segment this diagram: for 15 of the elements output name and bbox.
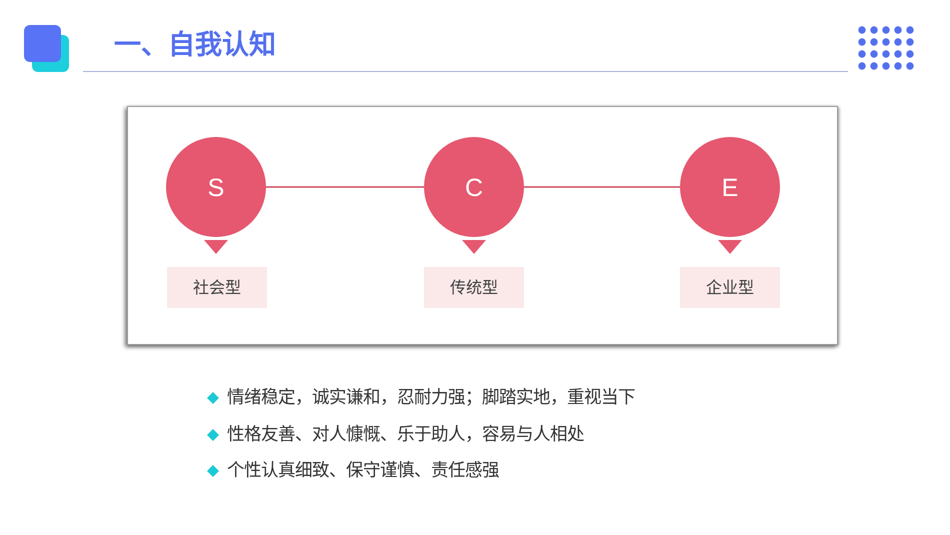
type-label: 企业型 <box>680 267 780 308</box>
map-pin-marker <box>680 137 780 254</box>
bullet-text: 性格友善、对人慷慨、乐于助人，容易与人相处 <box>227 424 584 446</box>
map-pin-marker <box>424 137 524 254</box>
slide-title: 一、自我认知 <box>114 29 276 63</box>
pin-letter: E <box>722 174 738 202</box>
map-pin-marker <box>166 137 266 254</box>
bullet-text: 情绪稳定，诚实谦和，忍耐力强；脚踏实地，重视当下 <box>227 386 635 410</box>
bullet-text: 个性认真细致、保守谨慎、责任感强 <box>227 460 499 483</box>
pin-letter: C <box>464 174 484 202</box>
connector-line <box>524 186 680 188</box>
connector-line <box>266 186 424 188</box>
type-label: 传统型 <box>424 267 524 308</box>
type-label: 社会型 <box>167 267 267 308</box>
pin-letter: S <box>208 174 224 202</box>
